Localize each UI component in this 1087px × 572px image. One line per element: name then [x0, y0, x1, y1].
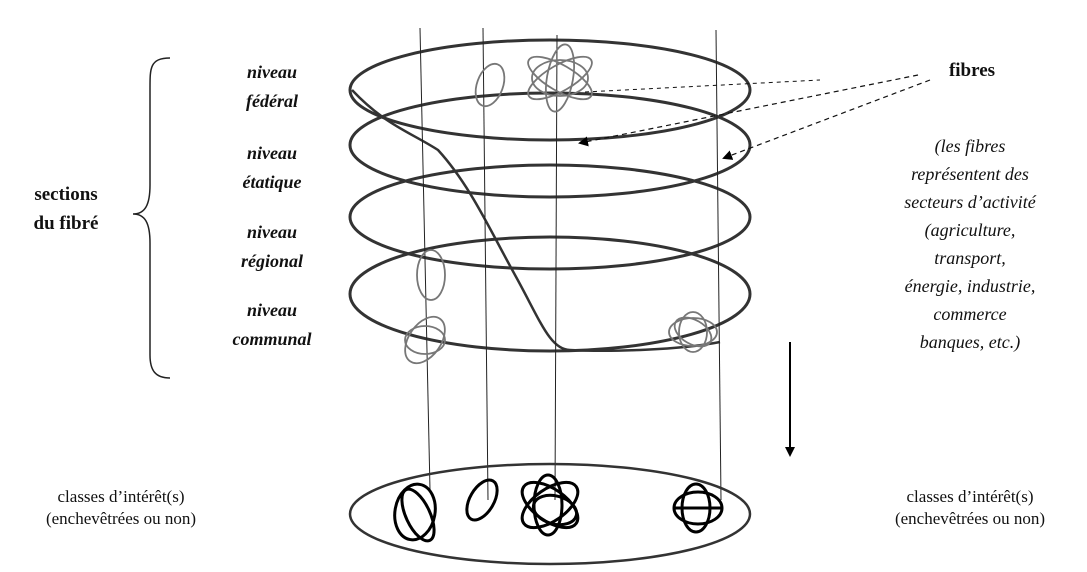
section-ellipse-federal [348, 38, 752, 142]
classes-label-left: classes d’intérêt(s)(enchevêtrées ou non… [45, 487, 197, 528]
base-ellipse [348, 462, 752, 566]
sections-brace [132, 57, 171, 379]
fibres-arrow-left [578, 74, 919, 147]
knot-federal-left [474, 62, 506, 108]
fibres-title: fibres [948, 60, 996, 81]
section-ellipse-regional [348, 163, 752, 271]
knot-regional-left [416, 249, 446, 301]
fibre-line [419, 27, 431, 491]
class-knot-2 [465, 478, 499, 522]
class-knot-1 [393, 482, 437, 543]
fibre-line [482, 27, 489, 501]
section-ellipse-etatique [348, 91, 752, 199]
fibres-arrow-right [722, 79, 931, 160]
section-ellipse-communal [348, 235, 752, 353]
knot-federal-center [527, 43, 593, 113]
connecting-curve [351, 89, 721, 352]
fibre-line [554, 34, 558, 501]
knot-communal-left [404, 315, 446, 365]
classes-label-right: classes d’intérêt(s)(enchevêtrées ou non… [894, 487, 1046, 528]
fibre-line [715, 29, 722, 501]
fibre-arrow-base [584, 79, 821, 93]
knot-communal-right [668, 311, 718, 353]
fibres-description: (les fibres représentent des secteurs d’… [904, 136, 1036, 352]
class-knot-3 [520, 473, 580, 537]
class-knot-4 [672, 482, 724, 534]
